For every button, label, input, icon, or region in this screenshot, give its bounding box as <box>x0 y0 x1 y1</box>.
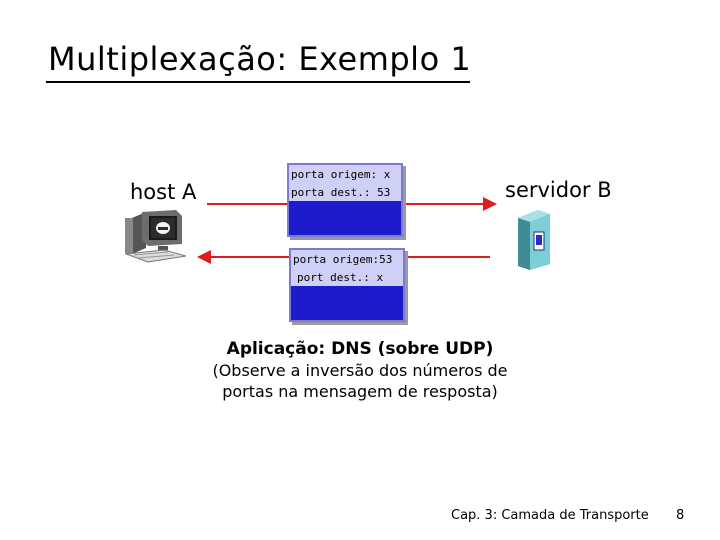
request-segment-header: porta origem: x porta dest.: 53 <box>289 165 401 203</box>
request-source-port: porta origem: x <box>291 167 391 181</box>
desktop-computer-icon <box>125 210 187 263</box>
caption-main: Aplicação: DNS (sobre UDP) <box>226 339 494 359</box>
request-dest-port: porta dest.: 53 <box>291 185 391 199</box>
caption-line-1: (Observe a inversão dos números de <box>212 361 508 380</box>
reply-segment: porta origem:53 port dest.: x <box>289 248 405 322</box>
caption-line-2: portas na mensagem de resposta) <box>222 382 498 401</box>
request-arrow-head-icon <box>483 197 497 211</box>
reply-arrow-head-icon <box>197 250 211 264</box>
server-b-label: servidor B <box>505 178 612 202</box>
slide-title: Multiplexação: Exemplo 1 <box>48 40 472 78</box>
footer-page-number: 8 <box>676 508 685 523</box>
request-segment: porta origem: x porta dest.: 53 <box>287 163 403 237</box>
host-a-label: host A <box>130 180 197 204</box>
footer-chapter: Cap. 3: Camada de Transporte <box>451 508 649 523</box>
server-tower-icon <box>518 210 550 270</box>
reply-source-port: porta origem:53 <box>293 252 393 266</box>
reply-segment-header: porta origem:53 port dest.: x <box>291 250 403 288</box>
title-underline <box>46 81 470 83</box>
reply-dest-port: port dest.: x <box>297 270 384 284</box>
